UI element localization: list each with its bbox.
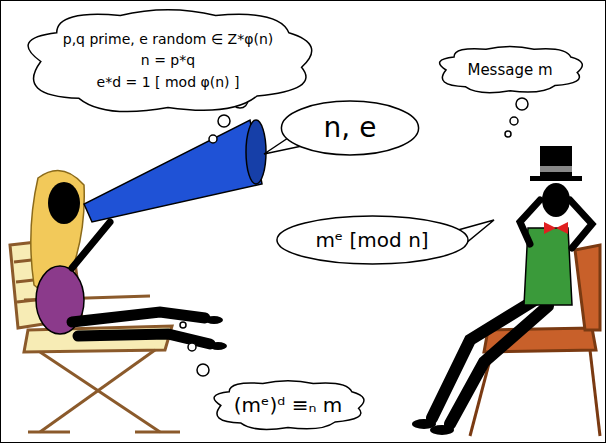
bubble-text: e*d = 1 [ mod φ(n) ]	[63, 72, 273, 94]
text-holder: p,q prime, e random ∈ Z*φ(n)n = p*qe*d =…	[63, 29, 273, 94]
bubble-text: n = p*q	[63, 51, 273, 73]
thought-cloud: (mᵉ)ᵈ ≡ₙ m	[204, 378, 372, 433]
bubble-text: n, e	[324, 111, 377, 145]
speech-bubble: mᵉ [mod n]	[275, 215, 470, 265]
thought-cloud: p,q prime, e random ∈ Z*φ(n)n = p*qe*d =…	[9, 4, 327, 119]
bubble-text: (mᵉ)ᵈ ≡ₙ m	[234, 393, 342, 417]
text-holder: n, e	[324, 111, 377, 145]
bubble-text: mᵉ [mod n]	[315, 228, 428, 252]
text-holder: Message m	[467, 61, 552, 79]
thought-cloud: Message m	[430, 44, 590, 96]
bubble-text: Message m	[467, 61, 552, 79]
text-holder: mᵉ [mod n]	[315, 228, 428, 252]
text-holder: (mᵉ)ᵈ ≡ₙ m	[234, 393, 342, 417]
bubble-text: p,q prime, e random ∈ Z*φ(n)	[63, 29, 273, 51]
speech-bubble: n, e	[280, 100, 420, 156]
